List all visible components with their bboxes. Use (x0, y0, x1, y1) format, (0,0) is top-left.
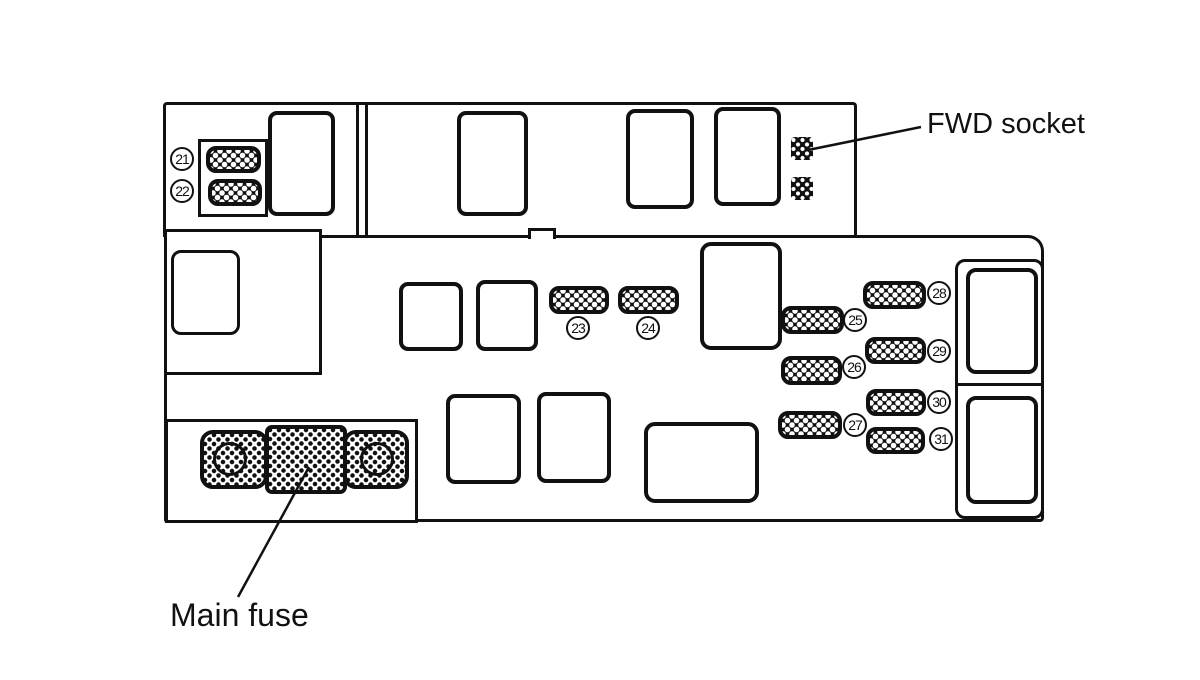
relay-slot-5 (537, 392, 611, 483)
fuse-27 (778, 411, 842, 439)
fuse-23 (549, 286, 609, 314)
fuse-26 (781, 356, 842, 385)
fuse-29-number: 29 (927, 339, 951, 363)
fuse-28-number: 28 (927, 281, 951, 305)
fuse-26-number: 26 (842, 355, 866, 379)
main-fuse-bolt-right (360, 442, 394, 476)
fuse-24 (618, 286, 679, 314)
fwd-socket-connector-2 (791, 177, 813, 200)
top-relay-slot-1 (268, 111, 335, 216)
fuse-28 (863, 281, 926, 309)
fwd-socket-connector-1 (791, 137, 813, 160)
fuse-30-number: 30 (927, 390, 951, 414)
relay-slot-1 (399, 282, 463, 351)
fuse-25-number: 25 (843, 308, 867, 332)
top-relay-slot-2 (457, 111, 528, 216)
main-fuse-bolt-left (213, 442, 247, 476)
right-compartment-slot-bottom (966, 396, 1038, 504)
relay-slot-4 (446, 394, 521, 484)
top-housing-divider-line-1 (356, 104, 359, 237)
fuse-22 (208, 179, 262, 206)
fuse-31-number: 31 (929, 427, 953, 451)
top-relay-slot-3 (626, 109, 694, 209)
fuse-22-number: 22 (170, 179, 194, 203)
fwd-socket-label: FWD socket (927, 108, 1085, 140)
right-compartment-slot-top (966, 268, 1038, 374)
fuse-25 (781, 306, 844, 334)
fuse-31 (866, 427, 925, 454)
fuse-24-number: 24 (636, 316, 660, 340)
fuse-21 (206, 146, 261, 173)
fuse-29 (865, 337, 926, 364)
relay-slot-6 (644, 422, 759, 503)
fuse-21-number: 21 (170, 147, 194, 171)
left-partition-relay-slot (171, 250, 240, 335)
relay-slot-2 (476, 280, 538, 351)
top-relay-slot-4 (714, 107, 781, 206)
fuse-27-number: 27 (843, 413, 867, 437)
housing-notch (528, 228, 556, 239)
top-housing-divider-line-2 (365, 104, 368, 237)
relay-slot-3 (700, 242, 782, 350)
right-compartment-divider (957, 383, 1042, 386)
main-fuse-label: Main fuse (170, 597, 309, 633)
main-fuse-body (265, 425, 347, 494)
fuse-30 (866, 389, 926, 416)
fuse-23-number: 23 (566, 316, 590, 340)
